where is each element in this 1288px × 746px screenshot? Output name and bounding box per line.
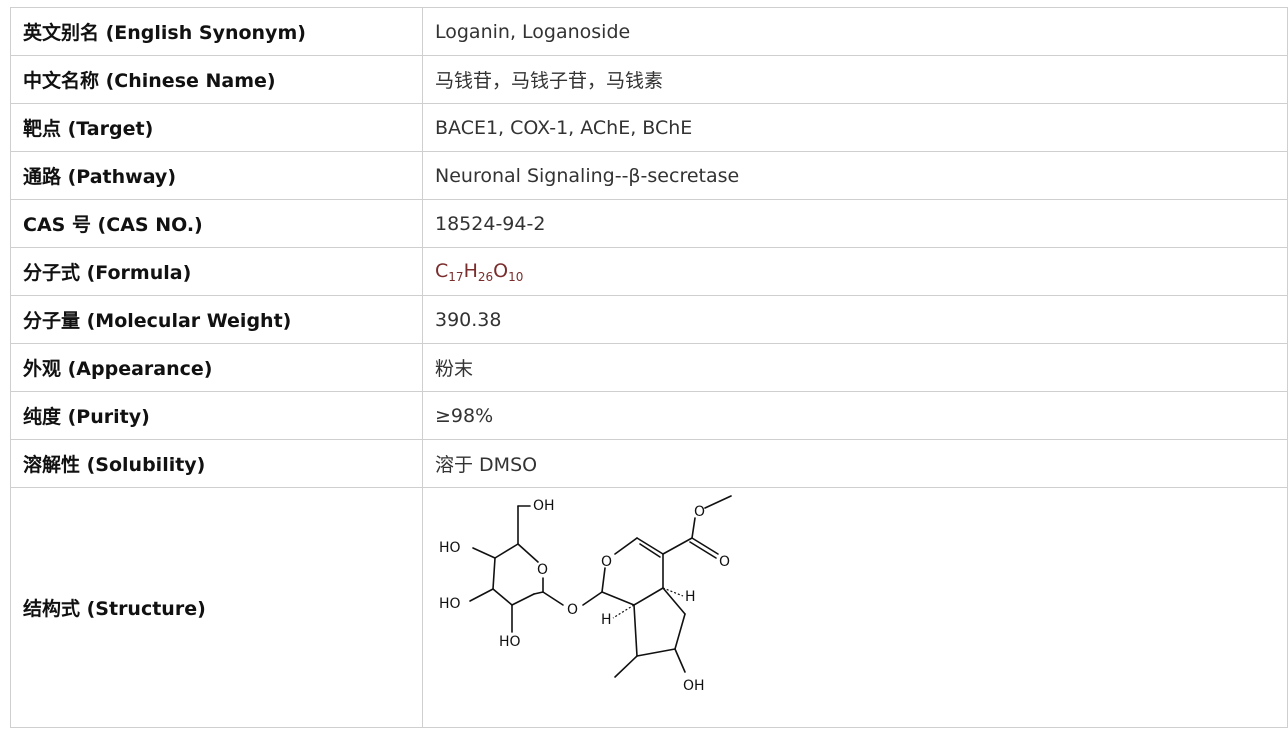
row-label: 英文别名 (English Synonym) (10, 7, 423, 56)
table-row: 中文名称 (Chinese Name) 马钱苷，马钱子苷，马钱素 (10, 55, 1288, 104)
o-label: O (567, 602, 578, 618)
row-label: 结构式 (Structure) (10, 487, 423, 728)
row-value: 溶于 DMSO (422, 439, 1288, 488)
row-label: 分子式 (Formula) (10, 247, 423, 296)
oh-label: OH (683, 678, 705, 694)
h-label: H (601, 612, 612, 628)
table-row: 纯度 (Purity) ≥98% (10, 391, 1288, 440)
table-row: 靶点 (Target) BACE1, COX-1, AChE, BChE (10, 103, 1288, 152)
row-value: 390.38 (422, 295, 1288, 344)
row-value: C17H26O10 (422, 247, 1288, 296)
row-value: BACE1, COX-1, AChE, BChE (422, 103, 1288, 152)
o-label: O (694, 504, 705, 520)
ho-label: HO (439, 540, 461, 556)
row-value: Loganin, Loganoside (422, 7, 1288, 56)
row-value: 马钱苷，马钱子苷，马钱素 (422, 55, 1288, 104)
structure-cell: OH HO O HO O O O O H H HO OH (422, 487, 1288, 728)
ho-label: HO (439, 596, 461, 612)
row-value: 18524-94-2 (422, 199, 1288, 248)
table-row: 溶解性 (Solubility) 溶于 DMSO (10, 439, 1288, 488)
spec-table: 英文别名 (English Synonym) Loganin, Loganosi… (10, 7, 1288, 728)
structure-diagram: OH HO O HO O O O O H H HO OH (439, 495, 732, 694)
row-label: 溶解性 (Solubility) (10, 439, 423, 488)
o-label: O (601, 554, 612, 570)
o-label: O (719, 554, 730, 570)
oh-label: OH (533, 498, 555, 514)
row-value: ≥98% (422, 391, 1288, 440)
row-label: 通路 (Pathway) (10, 151, 423, 200)
row-label: 纯度 (Purity) (10, 391, 423, 440)
row-label: 中文名称 (Chinese Name) (10, 55, 423, 104)
h-label: H (685, 589, 696, 605)
table-row: 结构式 (Structure) (10, 487, 1288, 728)
ho-label: HO (499, 634, 521, 650)
row-label: 靶点 (Target) (10, 103, 423, 152)
row-label: 外观 (Appearance) (10, 343, 423, 392)
molecular-formula: C17H26O10 (435, 259, 524, 284)
o-label: O (537, 562, 548, 578)
row-label: 分子量 (Molecular Weight) (10, 295, 423, 344)
table-row: 分子式 (Formula) C17H26O10 (10, 247, 1288, 296)
row-value: Neuronal Signaling--β-secretase (422, 151, 1288, 200)
table-row: 英文别名 (English Synonym) Loganin, Loganosi… (10, 7, 1288, 56)
table-row: 外观 (Appearance) 粉末 (10, 343, 1288, 392)
row-value: 粉末 (422, 343, 1288, 392)
table-row: 分子量 (Molecular Weight) 390.38 (10, 295, 1288, 344)
table-row: 通路 (Pathway) Neuronal Signaling--β-secre… (10, 151, 1288, 200)
row-label: CAS 号 (CAS NO.) (10, 199, 423, 248)
table-row: CAS 号 (CAS NO.) 18524-94-2 (10, 199, 1288, 248)
